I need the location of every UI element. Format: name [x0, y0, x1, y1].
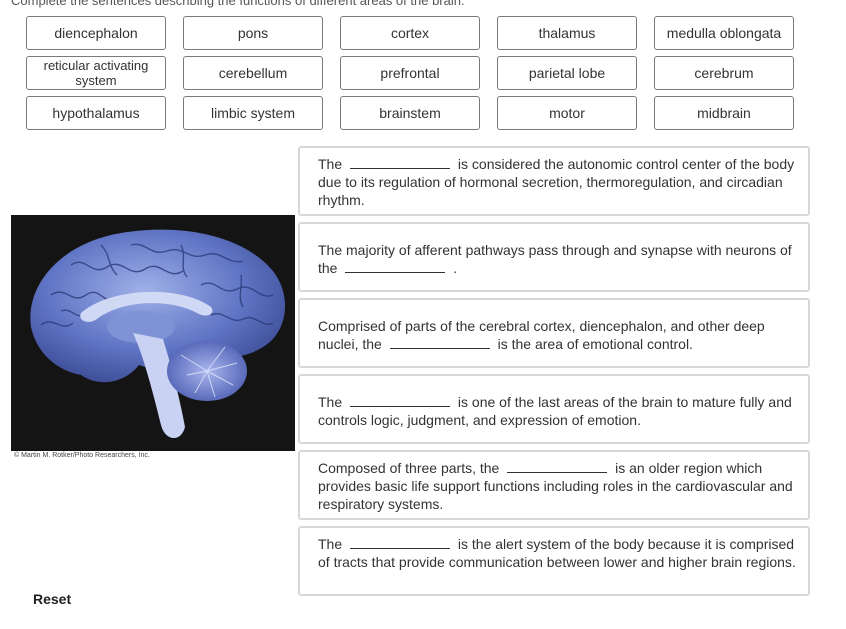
- sentence-text-before: Composed of three parts, the: [318, 460, 500, 476]
- answer-blank[interactable]: [345, 262, 446, 273]
- answer-blank[interactable]: [389, 338, 490, 349]
- term-chip-cerebrum[interactable]: cerebrum: [654, 56, 794, 90]
- sentence-text-after: is the area of emotional control.: [497, 336, 693, 352]
- term-chip-hypothalamus[interactable]: hypothalamus: [26, 96, 166, 130]
- term-chip-diencephalon[interactable]: diencephalon: [26, 16, 166, 50]
- answer-blank[interactable]: [350, 538, 451, 549]
- sentence-box-2: The majority of afferent pathways pass t…: [298, 222, 810, 292]
- term-chip-cerebellum[interactable]: cerebellum: [183, 56, 323, 90]
- sentence-box-5: Composed of three parts, the is an older…: [298, 450, 810, 520]
- sentence-text-after: is considered the autonomic control cent…: [318, 156, 795, 208]
- sentence-text-before: The: [318, 536, 343, 552]
- brain-illustration: [11, 215, 295, 451]
- reset-button[interactable]: Reset: [33, 591, 72, 607]
- sentence-text-before: Comprised of parts of the cerebral corte…: [318, 318, 765, 352]
- term-chip-motor[interactable]: motor: [497, 96, 637, 130]
- term-chip-midbrain[interactable]: midbrain: [654, 96, 794, 130]
- sentence-text-after: is one of the last areas of the brain to…: [318, 394, 792, 428]
- term-chip-cortex[interactable]: cortex: [340, 16, 480, 50]
- sentence-text-after: is an older region which provides basic …: [318, 460, 793, 512]
- sentence-box-3: Comprised of parts of the cerebral corte…: [298, 298, 810, 368]
- term-chip-pons[interactable]: pons: [183, 16, 323, 50]
- instructions: Complete the sentences describing the fu…: [11, 0, 465, 8]
- term-chip-parietal-lobe[interactable]: parietal lobe: [497, 56, 637, 90]
- sentence-box-4: The is one of the last areas of the brai…: [298, 374, 810, 444]
- term-chip-medulla-oblongata[interactable]: medulla oblongata: [654, 16, 794, 50]
- term-chip-prefrontal[interactable]: prefrontal: [340, 56, 480, 90]
- answer-blank[interactable]: [507, 462, 608, 473]
- sentence-text-after: is the alert system of the body because …: [318, 536, 796, 570]
- answer-blank[interactable]: [350, 158, 451, 169]
- sentence-text-before: The: [318, 394, 343, 410]
- term-chip-brainstem[interactable]: brainstem: [340, 96, 480, 130]
- sentence-box-6: The is the alert system of the body beca…: [298, 526, 810, 596]
- answer-blank[interactable]: [350, 396, 451, 407]
- sentence-text-after: .: [453, 260, 458, 276]
- sentence-text-before: The: [318, 156, 343, 172]
- term-chip-reticular-activating-system[interactable]: reticular activating system: [26, 56, 166, 90]
- image-credit: © Martin M. Rotker/Photo Researchers, In…: [14, 452, 150, 459]
- sentence-text-before: The majority of afferent pathways pass t…: [318, 242, 792, 276]
- brain-sagittal-photo: [11, 215, 295, 451]
- sentence-box-1: The is considered the autonomic control …: [298, 146, 810, 216]
- term-chip-thalamus[interactable]: thalamus: [497, 16, 637, 50]
- term-chip-limbic-system[interactable]: limbic system: [183, 96, 323, 130]
